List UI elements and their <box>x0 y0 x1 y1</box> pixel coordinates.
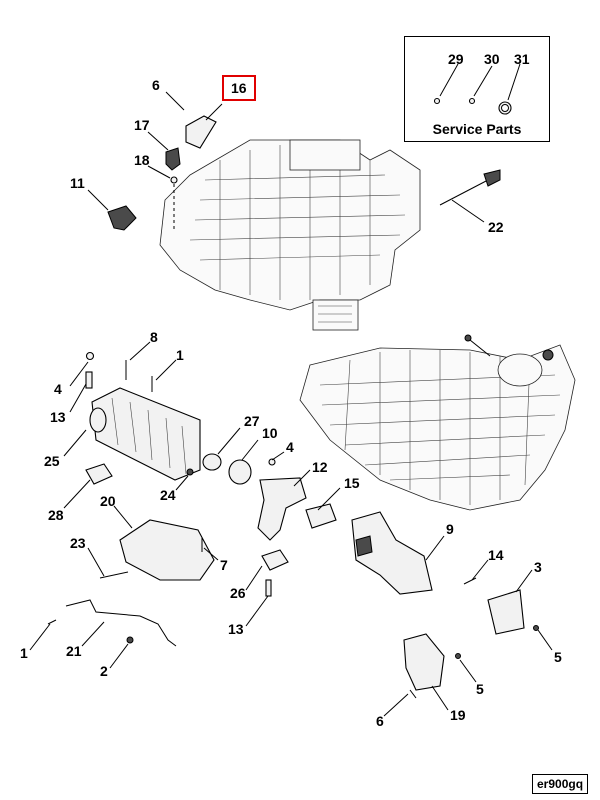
callout-10: 10 <box>262 425 278 441</box>
part-21-coolant-tube <box>65 599 177 647</box>
part-5-nut-a <box>533 625 539 631</box>
part-13-pin-b <box>265 579 272 597</box>
part-5-nut-b <box>455 653 461 659</box>
part-14-bolt <box>463 577 477 585</box>
part-22-probe <box>439 179 489 206</box>
callout-21: 21 <box>66 643 82 659</box>
part-18-washer <box>170 176 178 184</box>
part-23-bolt <box>99 571 129 579</box>
callout-3: 3 <box>534 559 542 575</box>
callout-30: 30 <box>484 51 500 67</box>
part-9-egr-valve <box>351 511 433 595</box>
callout-11: 11 <box>70 175 85 191</box>
part-28-gasket <box>85 463 113 485</box>
callout-24: 24 <box>160 487 176 503</box>
callout-20: 20 <box>100 493 116 509</box>
part-20-cooler-bracket <box>119 519 215 581</box>
callout-1: 1 <box>176 347 184 363</box>
part-3-bracket <box>487 589 525 635</box>
service-parts-box: Service Parts <box>404 36 550 142</box>
part-11-bracket <box>107 205 137 231</box>
callout-31: 31 <box>514 51 530 67</box>
part-6-bolt-b <box>409 689 417 699</box>
part-27-seal <box>202 453 222 471</box>
part-26-gasket <box>261 549 289 571</box>
part-24-plug <box>186 468 194 476</box>
part-2-clip <box>126 636 134 644</box>
callout-1-second: 1 <box>20 645 28 661</box>
callout-15: 15 <box>344 475 360 491</box>
lower-engine-illustration <box>299 334 576 511</box>
callout-5: 5 <box>554 649 562 665</box>
callout-26: 26 <box>230 585 246 601</box>
upper-engine-illustration <box>159 139 421 331</box>
part-1-bolt-b <box>47 619 57 625</box>
callout-7: 7 <box>220 557 228 573</box>
callout-16-highlighted: 16 <box>222 75 256 101</box>
part-19-heat-shield <box>403 633 445 691</box>
part-4-nut-a <box>85 351 95 361</box>
callout-27: 27 <box>244 413 260 429</box>
part-4-nut-b <box>268 458 276 466</box>
callout-22: 22 <box>488 219 504 235</box>
callout-13-second: 13 <box>228 621 244 637</box>
callout-25: 25 <box>44 453 60 469</box>
leader-lines <box>29 63 553 717</box>
part-16-gasket <box>185 115 217 149</box>
part-13-pin-a <box>85 371 93 389</box>
callout-23: 23 <box>70 535 86 551</box>
part-30-oring <box>468 97 476 105</box>
callout-17: 17 <box>134 117 150 133</box>
callout-2: 2 <box>100 663 108 679</box>
callout-8: 8 <box>150 329 158 345</box>
callout-4: 4 <box>54 381 62 397</box>
service-parts-title: Service Parts <box>432 121 522 137</box>
callout-9: 9 <box>446 521 454 537</box>
callout-5-second: 5 <box>476 681 484 697</box>
part-25-egr-cooler <box>89 387 201 481</box>
callout-19: 19 <box>450 707 466 723</box>
callout-12: 12 <box>312 459 328 475</box>
callout-6: 6 <box>152 77 160 93</box>
callout-28: 28 <box>48 507 64 523</box>
figure-id-label: er900gq <box>532 774 589 794</box>
callout-18: 18 <box>134 152 150 168</box>
callout-13: 13 <box>50 409 66 425</box>
part-12-egr-pipe <box>257 477 307 541</box>
callout-6-second: 6 <box>376 713 384 729</box>
callout-29: 29 <box>448 51 464 67</box>
part-17-sensor <box>165 147 181 171</box>
callout-4-second: 4 <box>286 439 294 455</box>
callout-14: 14 <box>488 547 504 563</box>
part-10-clamp <box>228 459 252 485</box>
part-29-oring <box>433 97 441 105</box>
